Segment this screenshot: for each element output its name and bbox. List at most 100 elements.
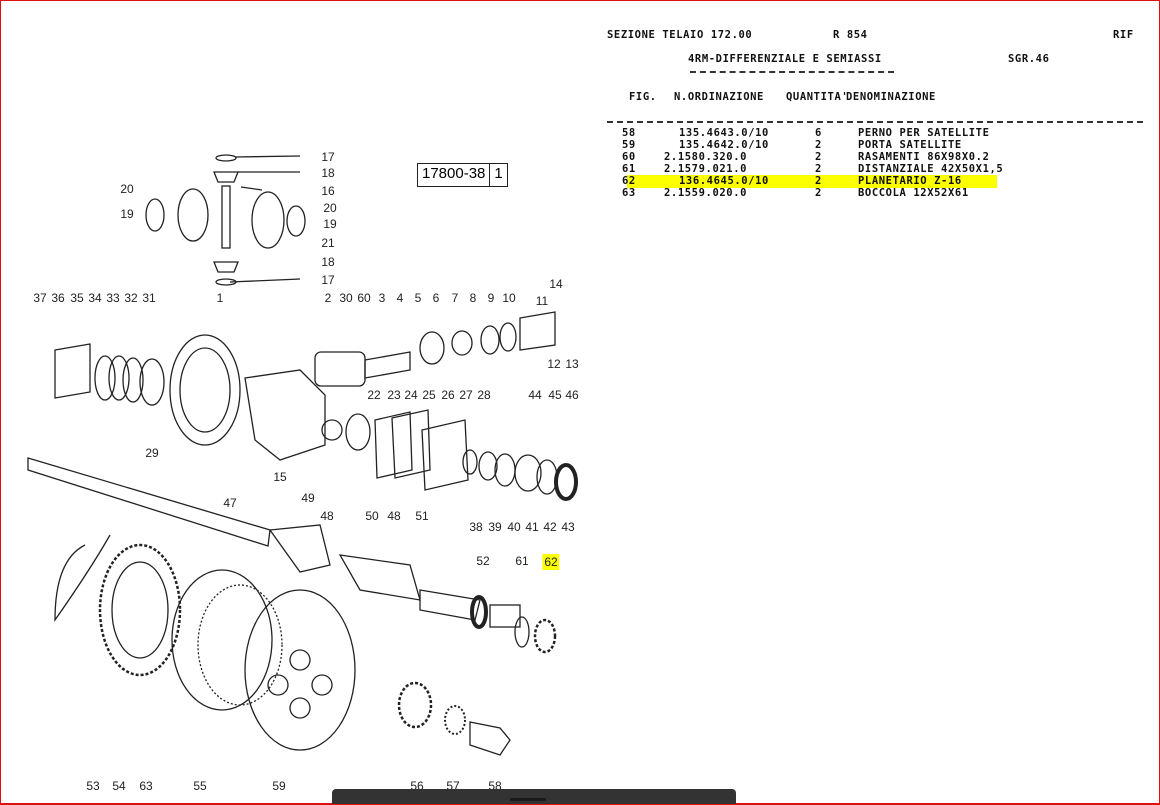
callout-label: 8	[469, 291, 477, 305]
callout-label: 36	[51, 291, 65, 305]
callout-label: 10	[502, 291, 516, 305]
callout-label: 15	[273, 470, 287, 484]
title-underline	[690, 71, 894, 73]
table-cell-desc: PLANETARIO Z-16	[858, 175, 962, 187]
callout-label: 11	[535, 294, 549, 308]
callout-label: 1	[216, 291, 224, 305]
group-code: SGR.46	[1008, 53, 1050, 65]
table-cell-code: 136.4645.0/10	[679, 175, 769, 187]
table-cell-qty: 2	[815, 175, 822, 187]
callout-label: 59	[272, 779, 286, 793]
r-code: R 854	[833, 29, 868, 41]
callout-label: 40	[507, 520, 521, 534]
callout-label: 49	[301, 491, 315, 505]
callout-label: 52	[476, 554, 490, 568]
toolbar-handle[interactable]	[510, 798, 546, 801]
table-cell-fig: 60	[622, 151, 636, 163]
planetary-assembly	[54, 534, 511, 756]
callout-label: 18	[321, 166, 335, 180]
section-title: SEZIONE TELAIO 172.00	[607, 29, 753, 41]
callout-label: 63	[139, 779, 153, 793]
callout-label: 2	[324, 291, 332, 305]
callout-label: 48	[320, 509, 334, 523]
callout-label: 20	[323, 201, 337, 215]
callout-label: 12	[547, 357, 561, 371]
reference-box: 17800-38 1	[417, 163, 508, 187]
table-cell-desc: DISTANZIALE 42X50X1,5	[858, 163, 1004, 175]
col-desc: DENOMINAZIONE	[846, 91, 936, 103]
callout-label: 19	[120, 207, 134, 221]
callout-label: 47	[223, 496, 237, 510]
callout-label: 28	[477, 388, 491, 402]
callout-label: 19	[323, 217, 337, 231]
col-code: N.ORDINAZIONE	[674, 91, 764, 103]
callout-label: 30	[339, 291, 353, 305]
callout-label: 32	[124, 291, 138, 305]
callout-label: 20	[120, 182, 134, 196]
callout-label: 35	[70, 291, 84, 305]
table-cell-qty: 2	[815, 151, 822, 163]
callout-label: 34	[88, 291, 102, 305]
callout-label: 22	[367, 388, 381, 402]
callout-label: 46	[565, 388, 579, 402]
callout-label: 44	[528, 388, 542, 402]
col-qty: QUANTITA'	[786, 91, 849, 103]
table-cell-desc: RASAMENTI 86X98X0.2	[858, 151, 990, 163]
viewer-toolbar[interactable]	[332, 789, 736, 804]
axle-shaft	[27, 457, 557, 654]
callout-label: 41	[525, 520, 539, 534]
table-cell-qty: 2	[815, 139, 822, 151]
ref-page: 1	[489, 164, 506, 186]
callout-label: 55	[193, 779, 207, 793]
callout-label: 53	[86, 779, 100, 793]
table-cell-desc: BOCCOLA 12X52X61	[858, 187, 969, 199]
table-cell-code: 135.4642.0/10	[679, 139, 769, 151]
callout-label: 3	[378, 291, 386, 305]
table-cell-fig: 62	[622, 175, 636, 187]
row-highlight	[627, 175, 997, 188]
page-title: 4RM-DIFFERENZIALE E SEMIASSI	[688, 53, 882, 65]
table-cell-fig: 59	[622, 139, 636, 151]
table-cell-code: 135.4643.0/10	[679, 127, 769, 139]
callout-label: 6	[432, 291, 440, 305]
callout-62-highlighted: 62	[542, 554, 560, 570]
callout-label: 13	[565, 357, 579, 371]
table-cell-code: 2.1579.021.0	[664, 163, 748, 175]
callout-label: 24	[404, 388, 418, 402]
table-cell-desc: PERNO PER SATELLITE	[858, 127, 990, 139]
callout-label: 45	[548, 388, 562, 402]
callout-label: 51	[415, 509, 429, 523]
callout-label: 26	[441, 388, 455, 402]
callout-label: 17	[321, 150, 335, 164]
callout-label: 25	[422, 388, 436, 402]
callout-label: 4	[396, 291, 404, 305]
table-cell-fig: 63	[622, 187, 636, 199]
table-divider	[607, 121, 1143, 123]
callout-label: 18	[321, 255, 335, 269]
callout-label: 60	[357, 291, 371, 305]
callout-label: 23	[387, 388, 401, 402]
table-cell-fig: 58	[622, 127, 636, 139]
col-fig: FIG.	[629, 91, 657, 103]
callout-label: 16	[321, 184, 335, 198]
table-cell-qty: 6	[815, 127, 822, 139]
callout-label: 17	[321, 273, 335, 287]
table-cell-fig: 61	[622, 163, 636, 175]
callout-label: 61	[515, 554, 529, 568]
callout-label: 42	[543, 520, 557, 534]
callout-label: 14	[549, 277, 563, 291]
callout-label: 33	[106, 291, 120, 305]
callout-label: 48	[387, 509, 401, 523]
table-cell-desc: PORTA SATELLITE	[858, 139, 962, 151]
callout-label: 27	[459, 388, 473, 402]
rif-label: RIF	[1113, 29, 1134, 41]
table-cell-qty: 2	[815, 187, 822, 199]
table-cell-code: 2.1580.320.0	[664, 151, 748, 163]
ref-code: 17800-38	[422, 165, 486, 182]
satellite-cluster	[145, 154, 306, 286]
differential-assembly	[54, 311, 578, 501]
callout-label: 37	[33, 291, 47, 305]
callout-label: 50	[365, 509, 379, 523]
callout-label: 7	[451, 291, 459, 305]
